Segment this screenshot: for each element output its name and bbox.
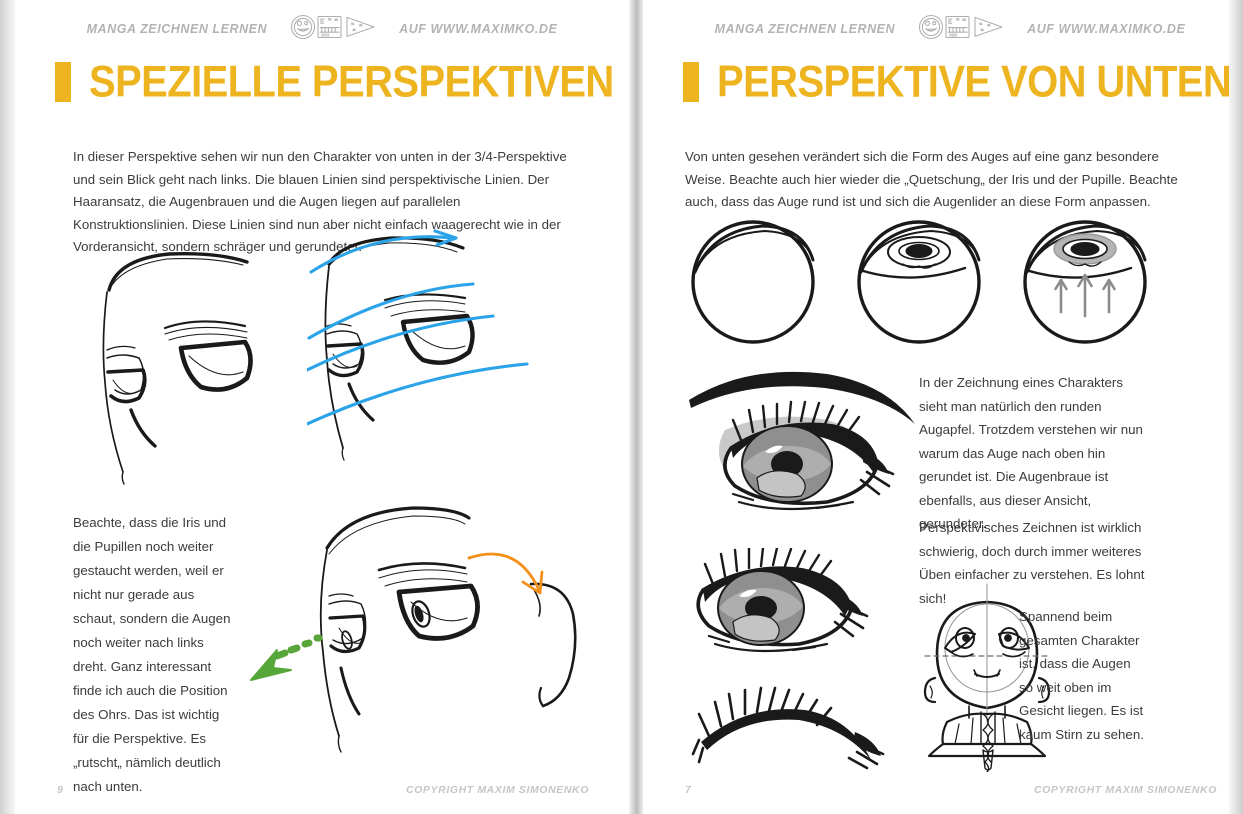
right-column-paragraph-3: Spannend beim gesamten Charakter ist, da…: [1019, 609, 1144, 742]
runhead-right-text: AUF WWW.MAXIMKO.DE: [1027, 21, 1186, 36]
figure-eyeball-sphere-with-iris-and-arrows: [1019, 216, 1155, 346]
right-column-paragraph-1: In der Zeichnung eines Charakters sieht …: [919, 375, 1143, 532]
right-page: MANGA ZEICHNEN LERNEN: [643, 0, 1243, 814]
left-running-header: MANGA ZEICHNEN LERNEN: [15, 14, 629, 43]
left-page-title-row: SPEZIELLE PERSPEKTIVEN: [55, 57, 614, 107]
maximko-sketch-logo-icon: [289, 14, 377, 43]
copyright-notice: COPYRIGHT MAXIM SIMONENKO: [1033, 784, 1217, 796]
right-lead-paragraph: Von unten gesehen verändert sich die For…: [685, 149, 1178, 210]
title-accent-bar: [683, 62, 699, 102]
left-page-edge-shadow: [0, 0, 15, 814]
runhead-left-text: MANGA ZEICHNEN LERNEN: [86, 21, 268, 36]
figure-head-front-construction-lines: [917, 582, 1059, 772]
maximko-sketch-logo-icon: [917, 14, 1005, 43]
right-page-edge-shadow: [1229, 0, 1243, 814]
figure-face-three-quarter-plain: [77, 232, 327, 487]
runhead-right-text: AUF WWW.MAXIMKO.DE: [399, 21, 558, 36]
figure-eye-closed-lashes: [685, 684, 897, 770]
right-running-header: MANGA ZEICHNEN LERNEN: [643, 14, 1243, 43]
figure-eye-open-from-below: [687, 548, 897, 658]
copyright-notice: COPYRIGHT MAXIM SIMONENKO: [405, 784, 589, 796]
page-title: PERSPEKTIVE VON UNTEN: [717, 57, 1232, 107]
title-accent-bar: [55, 62, 71, 102]
right-page-title-row: PERSPEKTIVE VON UNTEN: [683, 57, 1232, 107]
page-number: 7: [685, 784, 692, 796]
runhead-left-text: MANGA ZEICHNEN LERNEN: [714, 21, 896, 36]
figure-face-with-blue-perspective-lines: [307, 228, 579, 476]
left-page: MANGA ZEICHNEN LERNEN: [15, 0, 629, 814]
page-number: 9: [57, 784, 64, 796]
left-lead-paragraph: In dieser Perspektive sehen wir nun den …: [73, 149, 567, 255]
figure-eye-with-brow-from-below: [677, 362, 947, 537]
page-title: SPEZIELLE PERSPEKTIVEN: [89, 57, 614, 107]
figure-head-from-below-with-arrows: [243, 492, 601, 760]
left-note-paragraph: Beachte, dass die Iris und die Pupillen …: [73, 515, 231, 795]
figure-eyeball-sphere-with-iris: [853, 216, 989, 346]
figure-eyeball-sphere-plain: [687, 216, 823, 346]
right-column-paragraph-2: Perspektivisches Zeichnen ist wirklich s…: [919, 520, 1145, 606]
book-gutter-shadow: [629, 0, 643, 814]
